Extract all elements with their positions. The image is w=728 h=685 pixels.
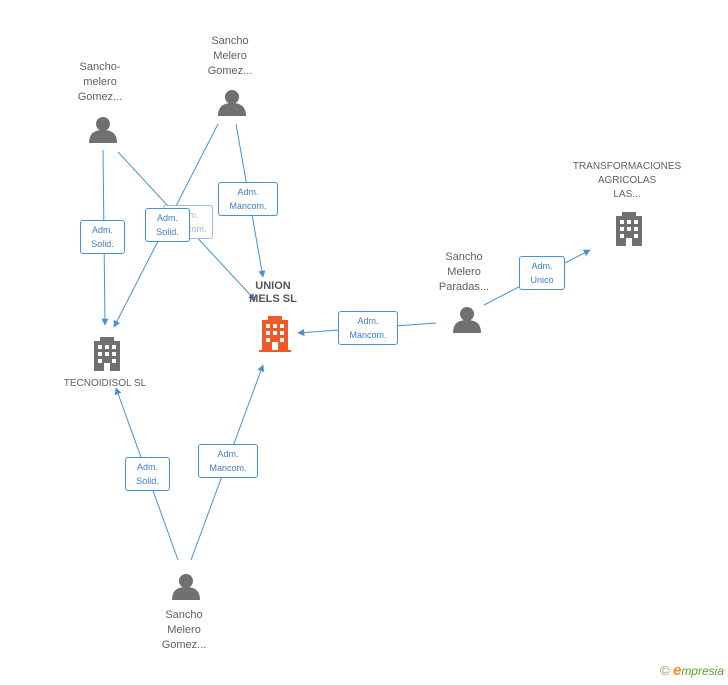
brand-initial: e: [672, 662, 682, 679]
edge-label-adm-mancom[interactable]: Adm. Mancom.: [198, 444, 258, 478]
edge-label-adm-solid[interactable]: Adm. Solid.: [145, 208, 190, 242]
person-label-bottom[interactable]: Sancho Melero Gomez...: [161, 609, 207, 651]
person-label-top-center[interactable]: Sancho Melero Gomez...: [207, 35, 253, 77]
person-icon[interactable]: [453, 307, 481, 333]
company-label-tecnoidisol[interactable]: TECNOIDISOL SL: [63, 378, 147, 389]
edge-label-adm-unico[interactable]: Adm. Unico: [519, 256, 565, 290]
person-icon[interactable]: [218, 90, 246, 116]
edge-label-adm-solid[interactable]: Adm. Solid.: [80, 220, 125, 254]
edge-label-adm-solid[interactable]: Adm. Solid.: [125, 457, 170, 491]
footer-brand: © empresia: [660, 662, 724, 679]
person-icon[interactable]: [172, 574, 200, 600]
company-label-transformaciones[interactable]: TRANSFORMACIONES AGRICOLAS LAS...: [572, 161, 682, 200]
person-icon[interactable]: [89, 117, 117, 143]
brand-name: mpresia: [681, 664, 724, 678]
edge-label-adm-mancom[interactable]: Adm. Mancom.: [338, 311, 398, 345]
person-label-right[interactable]: Sancho Melero Paradas...: [438, 251, 490, 293]
building-icon[interactable]: [94, 337, 120, 371]
building-icon[interactable]: [616, 212, 642, 246]
building-icon-focus[interactable]: [259, 316, 291, 352]
person-label-top-left[interactable]: Sancho- melero Gomez...: [77, 61, 123, 103]
copyright-icon: ©: [660, 663, 670, 678]
edge-label-adm-mancom[interactable]: Adm. Mancom.: [218, 182, 278, 216]
company-label-union-mels[interactable]: UNION MELS SL: [249, 280, 297, 305]
